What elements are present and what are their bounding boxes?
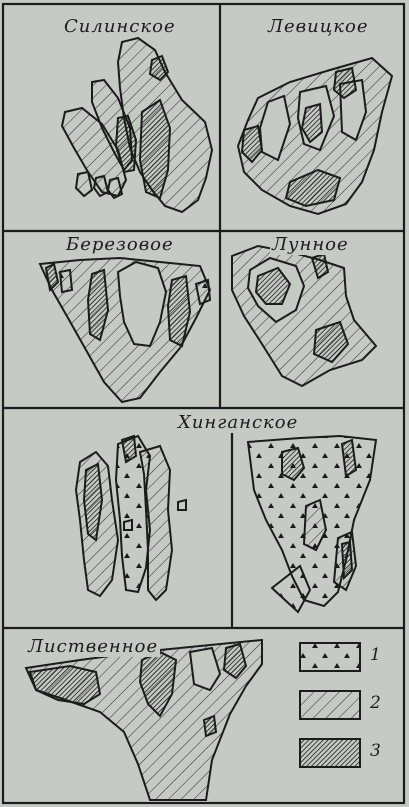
legend-swatch-3 bbox=[300, 739, 360, 767]
legend-swatch-2 bbox=[300, 691, 360, 719]
panel-title-silinskoe: Силинское bbox=[62, 16, 178, 37]
panel-title-berezovoe: Березовое bbox=[64, 234, 176, 255]
khinganskoe-left-sketch bbox=[76, 436, 186, 600]
khinganskoe-right-sketch bbox=[248, 436, 376, 612]
legend-number-2: 2 bbox=[370, 693, 381, 713]
panel-title-levitskoe: Левицкое bbox=[266, 16, 371, 37]
legend-number-3: 3 bbox=[370, 741, 381, 761]
silinskoe-sketch bbox=[62, 38, 212, 212]
levitskoe-sketch bbox=[238, 58, 392, 214]
legend-swatch-1 bbox=[300, 643, 360, 671]
panel-title-listvennoe: Лиственное bbox=[26, 636, 160, 657]
panel-title-khinganskoe: Хинганское bbox=[176, 412, 300, 433]
lunnoe-sketch bbox=[232, 246, 376, 386]
listvennoe-sketch bbox=[26, 640, 262, 800]
panel-title-lunnoe: Лунное bbox=[270, 234, 351, 255]
berezovoe-sketch bbox=[40, 258, 210, 402]
legend-number-1: 1 bbox=[370, 645, 381, 665]
legend bbox=[300, 643, 360, 767]
